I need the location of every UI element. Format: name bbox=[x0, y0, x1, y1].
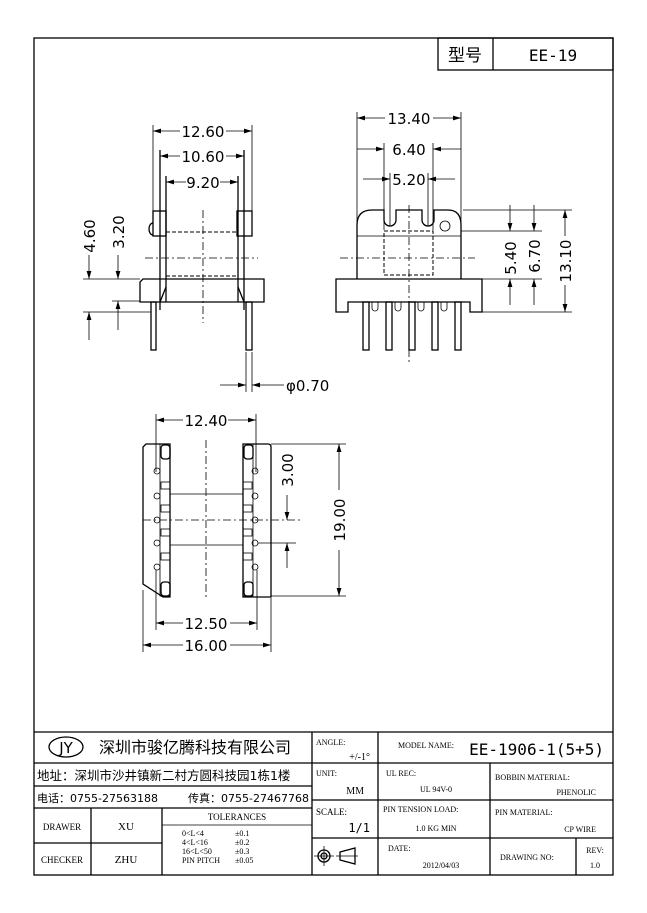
dim-10-60: 10.60 bbox=[182, 148, 225, 166]
svg-text:PIN PITCH: PIN PITCH bbox=[182, 856, 220, 865]
dim-3-20: 3.20 bbox=[110, 215, 128, 248]
front-view: 13.40 6.40 5.20 5.40 6.70 13.10 bbox=[335, 110, 575, 365]
drawer-label: DRAWER bbox=[43, 822, 81, 832]
model-name: EE-1906-1(5+5) bbox=[469, 740, 604, 759]
company-logo bbox=[48, 736, 84, 758]
svg-text:4<L<16: 4<L<16 bbox=[182, 838, 208, 847]
svg-text:±0.05: ±0.05 bbox=[235, 856, 253, 865]
dim-12-40: 12.40 bbox=[185, 412, 228, 430]
pin-tension-label: PIN TENSION LOAD: bbox=[383, 805, 458, 814]
dim-13-10: 13.10 bbox=[557, 240, 575, 283]
svg-text:16<L<50: 16<L<50 bbox=[182, 847, 212, 856]
ul-rec-value: UL 94V-0 bbox=[420, 785, 452, 794]
drawing-frame bbox=[33, 37, 614, 876]
angle-label: ANGLE: bbox=[316, 738, 345, 747]
tolerances-table: 0<L<4 ±0.1 4<L<16 ±0.2 16<L<50 ±0.3 PIN PIT… bbox=[182, 829, 253, 865]
type-label: 型号 bbox=[448, 46, 482, 66]
date-value: 2012/04/03 bbox=[423, 861, 459, 870]
first-angle-projection-icon bbox=[314, 846, 358, 866]
model-name-label: MODEL NAME: bbox=[398, 741, 454, 750]
ul-rec-label: UL REC: bbox=[386, 769, 416, 778]
dim-9-20: 9.20 bbox=[186, 174, 219, 192]
bobbin-material-label: BOBBIN MATERIAL: bbox=[495, 773, 570, 782]
unit-label: UNIT: bbox=[316, 769, 337, 778]
checker-label: CHECKER bbox=[41, 855, 83, 865]
company-phone: 电话：0755-27563188 bbox=[37, 792, 158, 805]
dim-5-20: 5.20 bbox=[392, 171, 425, 189]
dim-6-70: 6.70 bbox=[526, 239, 544, 272]
side-view: 12.60 10.60 9.20 4.60 3.20 φ0.70 bbox=[81, 123, 329, 395]
company-address: 地址：深圳市沙井镇新二村方圆科技园1栋1楼 bbox=[37, 768, 290, 783]
type-box: 型号 EE-19 bbox=[437, 37, 614, 71]
dim-12-60: 12.60 bbox=[182, 123, 225, 141]
pin-material-value: CP WIRE bbox=[564, 825, 596, 834]
pin-material-label: PIN MATERIAL: bbox=[495, 808, 553, 817]
dim-4-60: 4.60 bbox=[81, 219, 99, 252]
drawing-no-label: DRAWING NO: bbox=[500, 853, 554, 862]
drawer-name: XU bbox=[118, 821, 134, 833]
dim-3-00: 3.00 bbox=[279, 453, 297, 486]
scale-value: 1/1 bbox=[348, 821, 370, 835]
type-value: EE-19 bbox=[529, 46, 577, 65]
svg-text:0<L<4: 0<L<4 bbox=[182, 829, 204, 838]
dim-pin-diameter: φ0.70 bbox=[286, 377, 329, 395]
svg-text:±0.3: ±0.3 bbox=[235, 847, 249, 856]
title-block: JY 深圳市骏亿腾科技有限公司 地址：深圳市沙井镇新二村方圆科技园1栋1楼 电话… bbox=[34, 731, 613, 875]
angle-value: +/-1° bbox=[349, 752, 370, 763]
dim-5-40: 5.40 bbox=[502, 241, 520, 274]
scale-label: SCALE: bbox=[316, 807, 347, 817]
pin-holes bbox=[153, 467, 259, 571]
tolerances-label: TOLERANCES bbox=[208, 812, 266, 822]
unit-value: MM bbox=[346, 786, 364, 797]
bottom-view: 12.40 3.00 19.00 12.50 16.00 bbox=[142, 412, 349, 655]
dim-13-40: 13.40 bbox=[388, 110, 431, 128]
svg-text:JY: JY bbox=[58, 739, 73, 757]
company-fax: 传真：0755-27467768 bbox=[188, 791, 309, 805]
bobbin-material-value: PHENOLIC bbox=[556, 788, 596, 797]
dim-16-00: 16.00 bbox=[185, 637, 228, 655]
svg-text:±0.2: ±0.2 bbox=[235, 838, 249, 847]
checker-name: ZHU bbox=[115, 854, 138, 866]
company-name: 深圳市骏亿腾科技有限公司 bbox=[99, 738, 291, 757]
dim-19-00: 19.00 bbox=[331, 499, 349, 542]
front-pins bbox=[362, 301, 462, 351]
pin-tension-value: 1.0 KG MIN bbox=[415, 824, 456, 833]
dim-6-40: 6.40 bbox=[392, 141, 425, 159]
date-label: DATE: bbox=[388, 844, 411, 853]
rev-value: 1.0 bbox=[590, 861, 600, 870]
svg-text:±0.1: ±0.1 bbox=[235, 829, 249, 838]
rev-label: REV: bbox=[586, 846, 604, 855]
dim-12-50: 12.50 bbox=[185, 615, 228, 633]
